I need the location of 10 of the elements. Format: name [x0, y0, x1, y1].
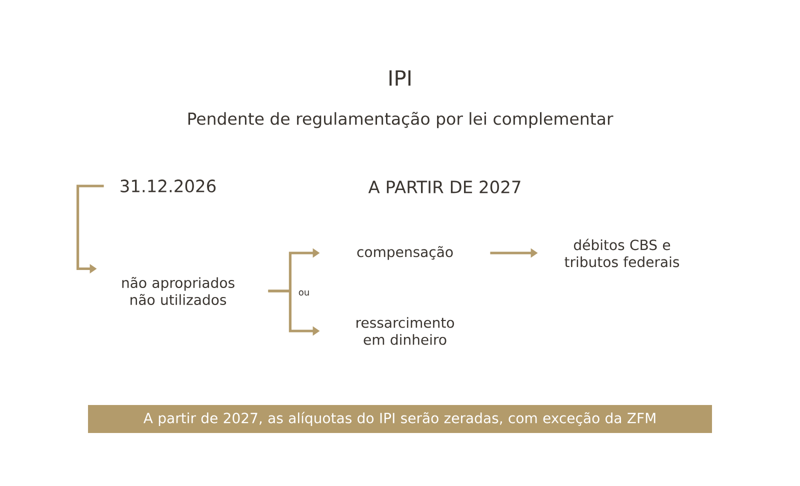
title: IPI — [390, 70, 410, 86]
subtitle: Pendente de regulamentação por lei complementar — [188, 112, 614, 128]
footer-band: A partir de 2027, as alíquotas do IPI serão zeradas, com exceção da ZFM — [88, 405, 712, 433]
flow-text: ressarcimento em dinheiro — [356, 317, 454, 345]
flow-text: não apropriados não utilizados — [122, 276, 234, 306]
column-heading: A PARTIR DE 2027 — [368, 180, 520, 194]
connector-word: ou — [298, 290, 309, 296]
flow-text: débitos CBS e tributos federais — [564, 238, 680, 268]
date-heading: 31.12.2026 — [120, 180, 216, 192]
flow-text: compensação — [357, 246, 453, 260]
